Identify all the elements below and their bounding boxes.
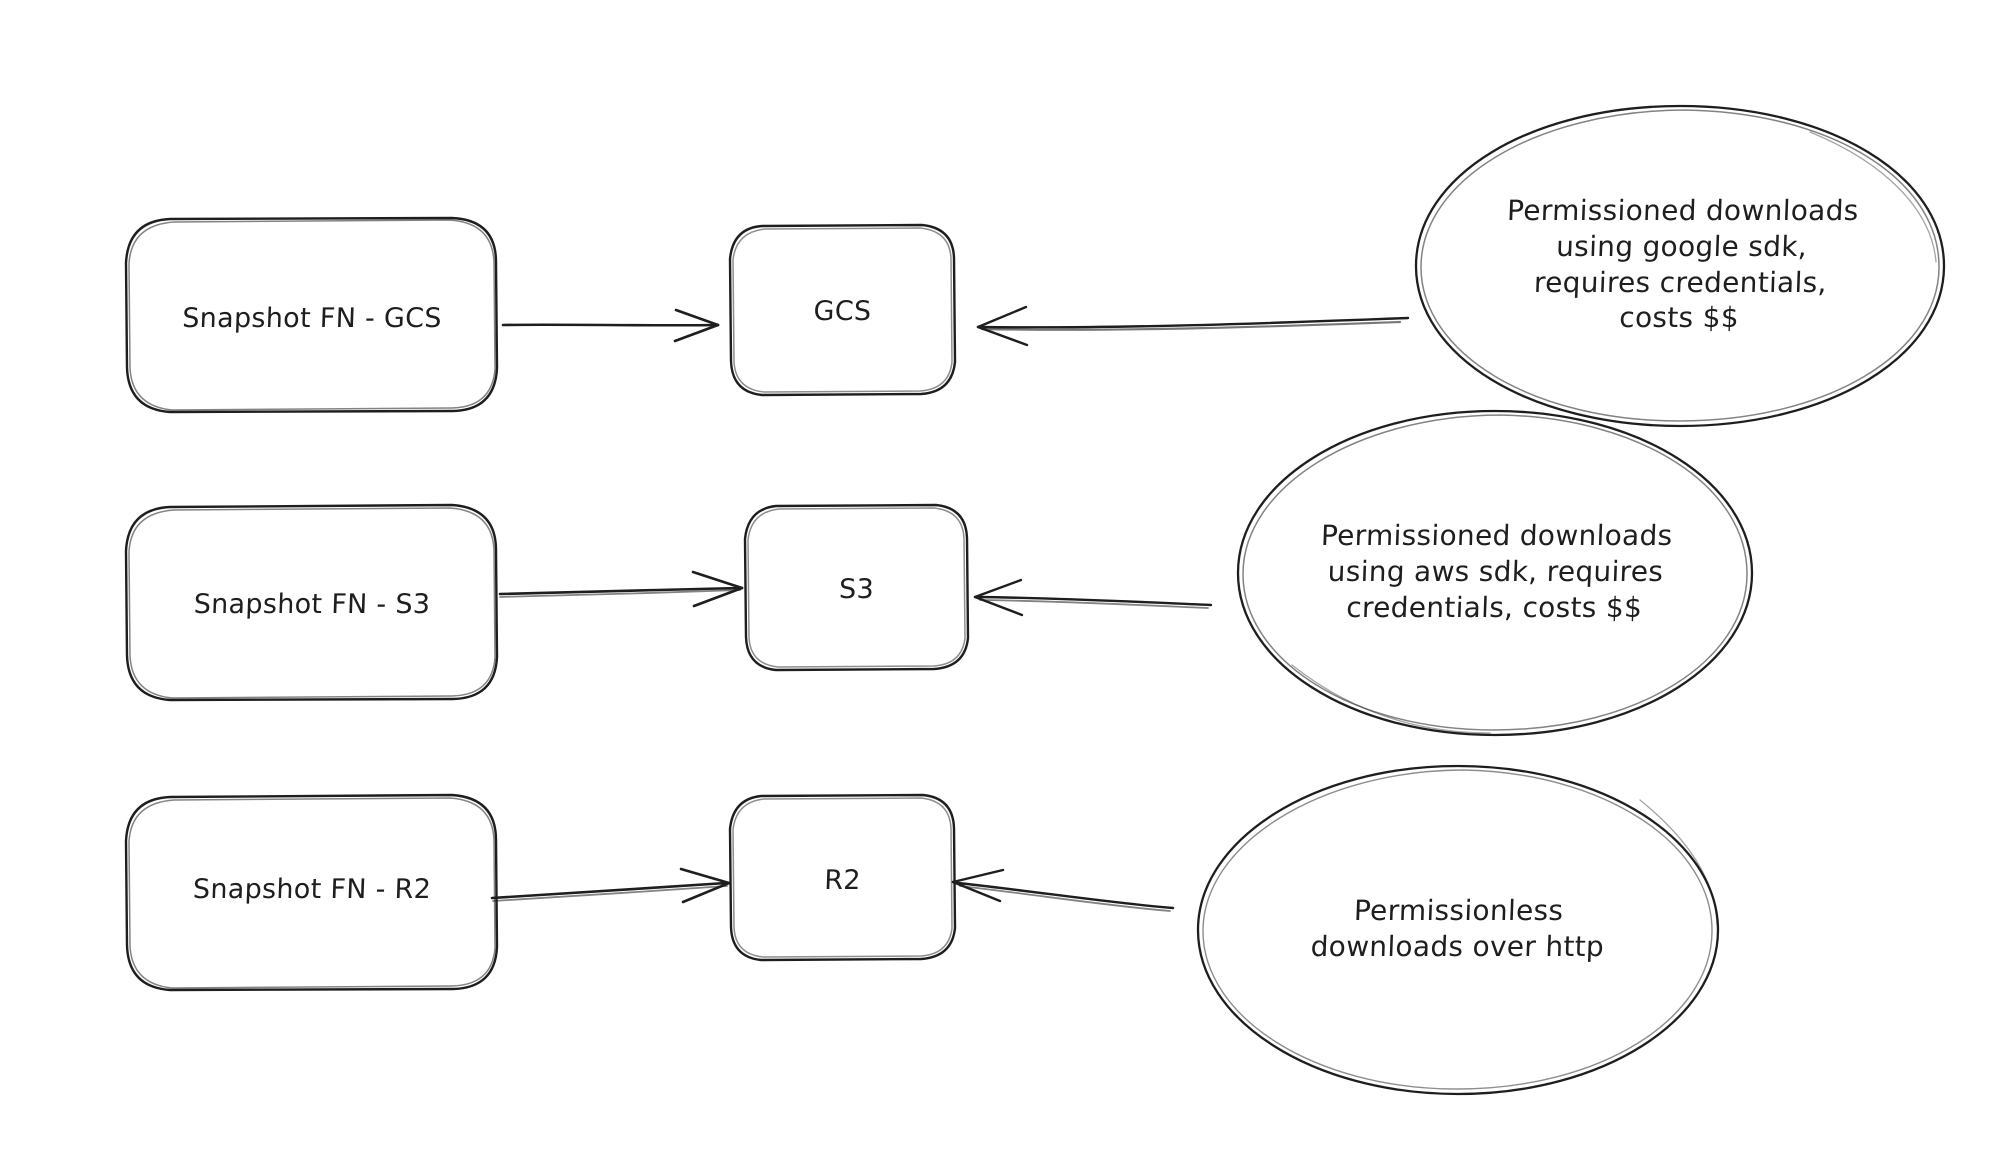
- note-s3-shape: [1236, 409, 1754, 737]
- node-s3-label: S3: [838, 574, 875, 605]
- node-snapshot-fn-s3-label: Snapshot FN - S3: [193, 589, 431, 620]
- node-gcs-shape: [728, 223, 957, 397]
- node-gcs-label: GCS: [813, 296, 872, 327]
- arrow-note-r2-to-r2: [951, 868, 1175, 912]
- note-r2-shape: [1196, 764, 1720, 1096]
- node-s3-shape: [743, 503, 970, 672]
- node-snapshot-fn-r2-shape: [124, 793, 499, 992]
- note-r2-label: Permissionless downloads over http: [1310, 894, 1605, 963]
- node-snapshot-fn-gcs-shape: [124, 216, 499, 414]
- note-s3-label: Permissioned downloads using aws sdk, re…: [1320, 519, 1674, 624]
- note-gcs-shape: [1414, 104, 1946, 428]
- node-r2-shape: [728, 793, 957, 962]
- node-snapshot-fn-s3-shape: [124, 503, 499, 702]
- note-gcs-label: Permissioned downloads using google sdk,…: [1506, 194, 1860, 335]
- arrow-snapshot-r2-to-r2: [490, 867, 731, 904]
- arrow-note-s3-to-s3: [973, 578, 1213, 617]
- arrow-snapshot-gcs-to-gcs: [501, 308, 720, 343]
- node-snapshot-fn-gcs-label: Snapshot FN - GCS: [181, 303, 443, 334]
- node-r2-label: R2: [823, 865, 862, 896]
- arrow-note-gcs-to-gcs: [976, 305, 1410, 347]
- arrow-snapshot-s3-to-s3: [498, 570, 744, 608]
- node-snapshot-fn-r2-label: Snapshot FN - R2: [192, 874, 432, 905]
